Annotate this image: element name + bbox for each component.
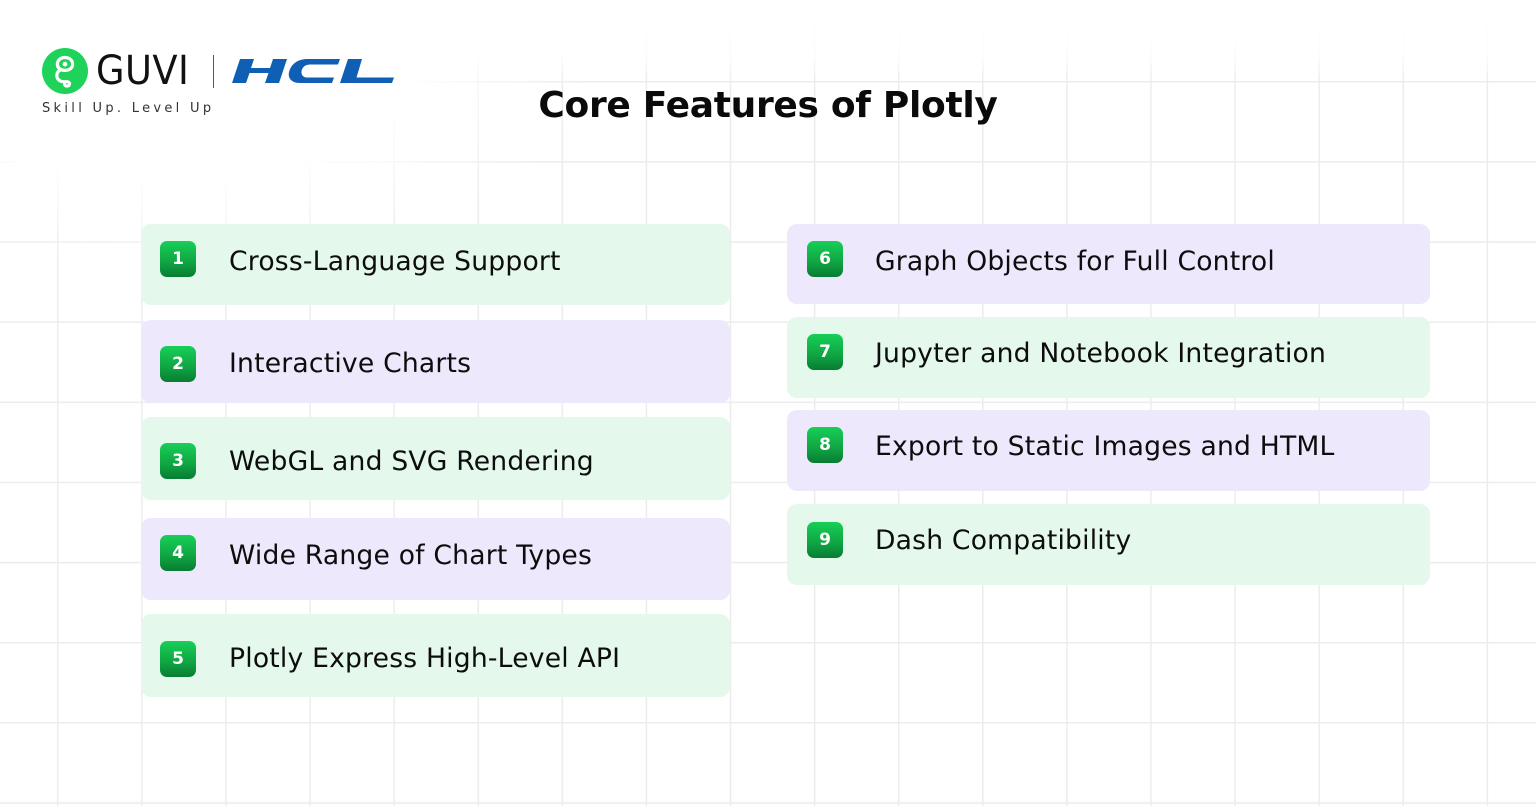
- feature-card-2: 2 Interactive Charts: [141, 320, 730, 403]
- brand-logo: GUVI Skill Up. Level Up: [42, 48, 422, 120]
- feature-label: Cross-Language Support: [229, 246, 561, 277]
- feature-number-badge: 7: [807, 334, 843, 370]
- feature-label: Plotly Express High-Level API: [229, 643, 621, 674]
- feature-card-7: 7 Jupyter and Notebook Integration: [787, 317, 1430, 398]
- feature-card-6: 6 Graph Objects for Full Control: [787, 224, 1430, 304]
- feature-label: Graph Objects for Full Control: [875, 246, 1275, 277]
- feature-number-badge: 8: [807, 427, 843, 463]
- guvi-logo-icon: [42, 48, 88, 94]
- logo-divider: [213, 55, 214, 88]
- feature-label: Wide Range of Chart Types: [229, 540, 593, 571]
- feature-number-badge: 1: [160, 241, 196, 277]
- feature-card-8: 8 Export to Static Images and HTML: [787, 410, 1430, 491]
- feature-number-badge: 3: [160, 443, 196, 479]
- feature-number-badge: 4: [160, 535, 196, 571]
- feature-number-badge: 2: [160, 346, 196, 382]
- page-title: Core Features of Plotly: [0, 84, 1536, 128]
- feature-label: WebGL and SVG Rendering: [229, 446, 594, 477]
- page-title-text: Core Features of Plotly: [538, 85, 998, 126]
- feature-card-4: 4 Wide Range of Chart Types: [141, 518, 730, 600]
- feature-card-9: 9 Dash Compatibility: [787, 504, 1430, 585]
- feature-card-5: 5 Plotly Express High-Level API: [141, 614, 730, 697]
- guvi-wordmark: GUVI: [96, 48, 190, 94]
- feature-number-badge: 6: [807, 241, 843, 277]
- feature-label: Export to Static Images and HTML: [875, 431, 1335, 462]
- hcl-logo-icon: [230, 53, 402, 87]
- feature-card-3: 3 WebGL and SVG Rendering: [141, 417, 730, 500]
- feature-card-1: 1 Cross-Language Support: [141, 224, 730, 305]
- feature-label: Interactive Charts: [229, 348, 472, 379]
- background-grid-fade: [0, 0, 1536, 80]
- brand-tagline: Skill Up. Level Up: [42, 101, 215, 116]
- feature-label: Jupyter and Notebook Integration: [875, 338, 1327, 369]
- feature-number-badge: 5: [160, 641, 196, 677]
- feature-number-badge: 9: [807, 522, 843, 558]
- feature-label: Dash Compatibility: [875, 525, 1132, 556]
